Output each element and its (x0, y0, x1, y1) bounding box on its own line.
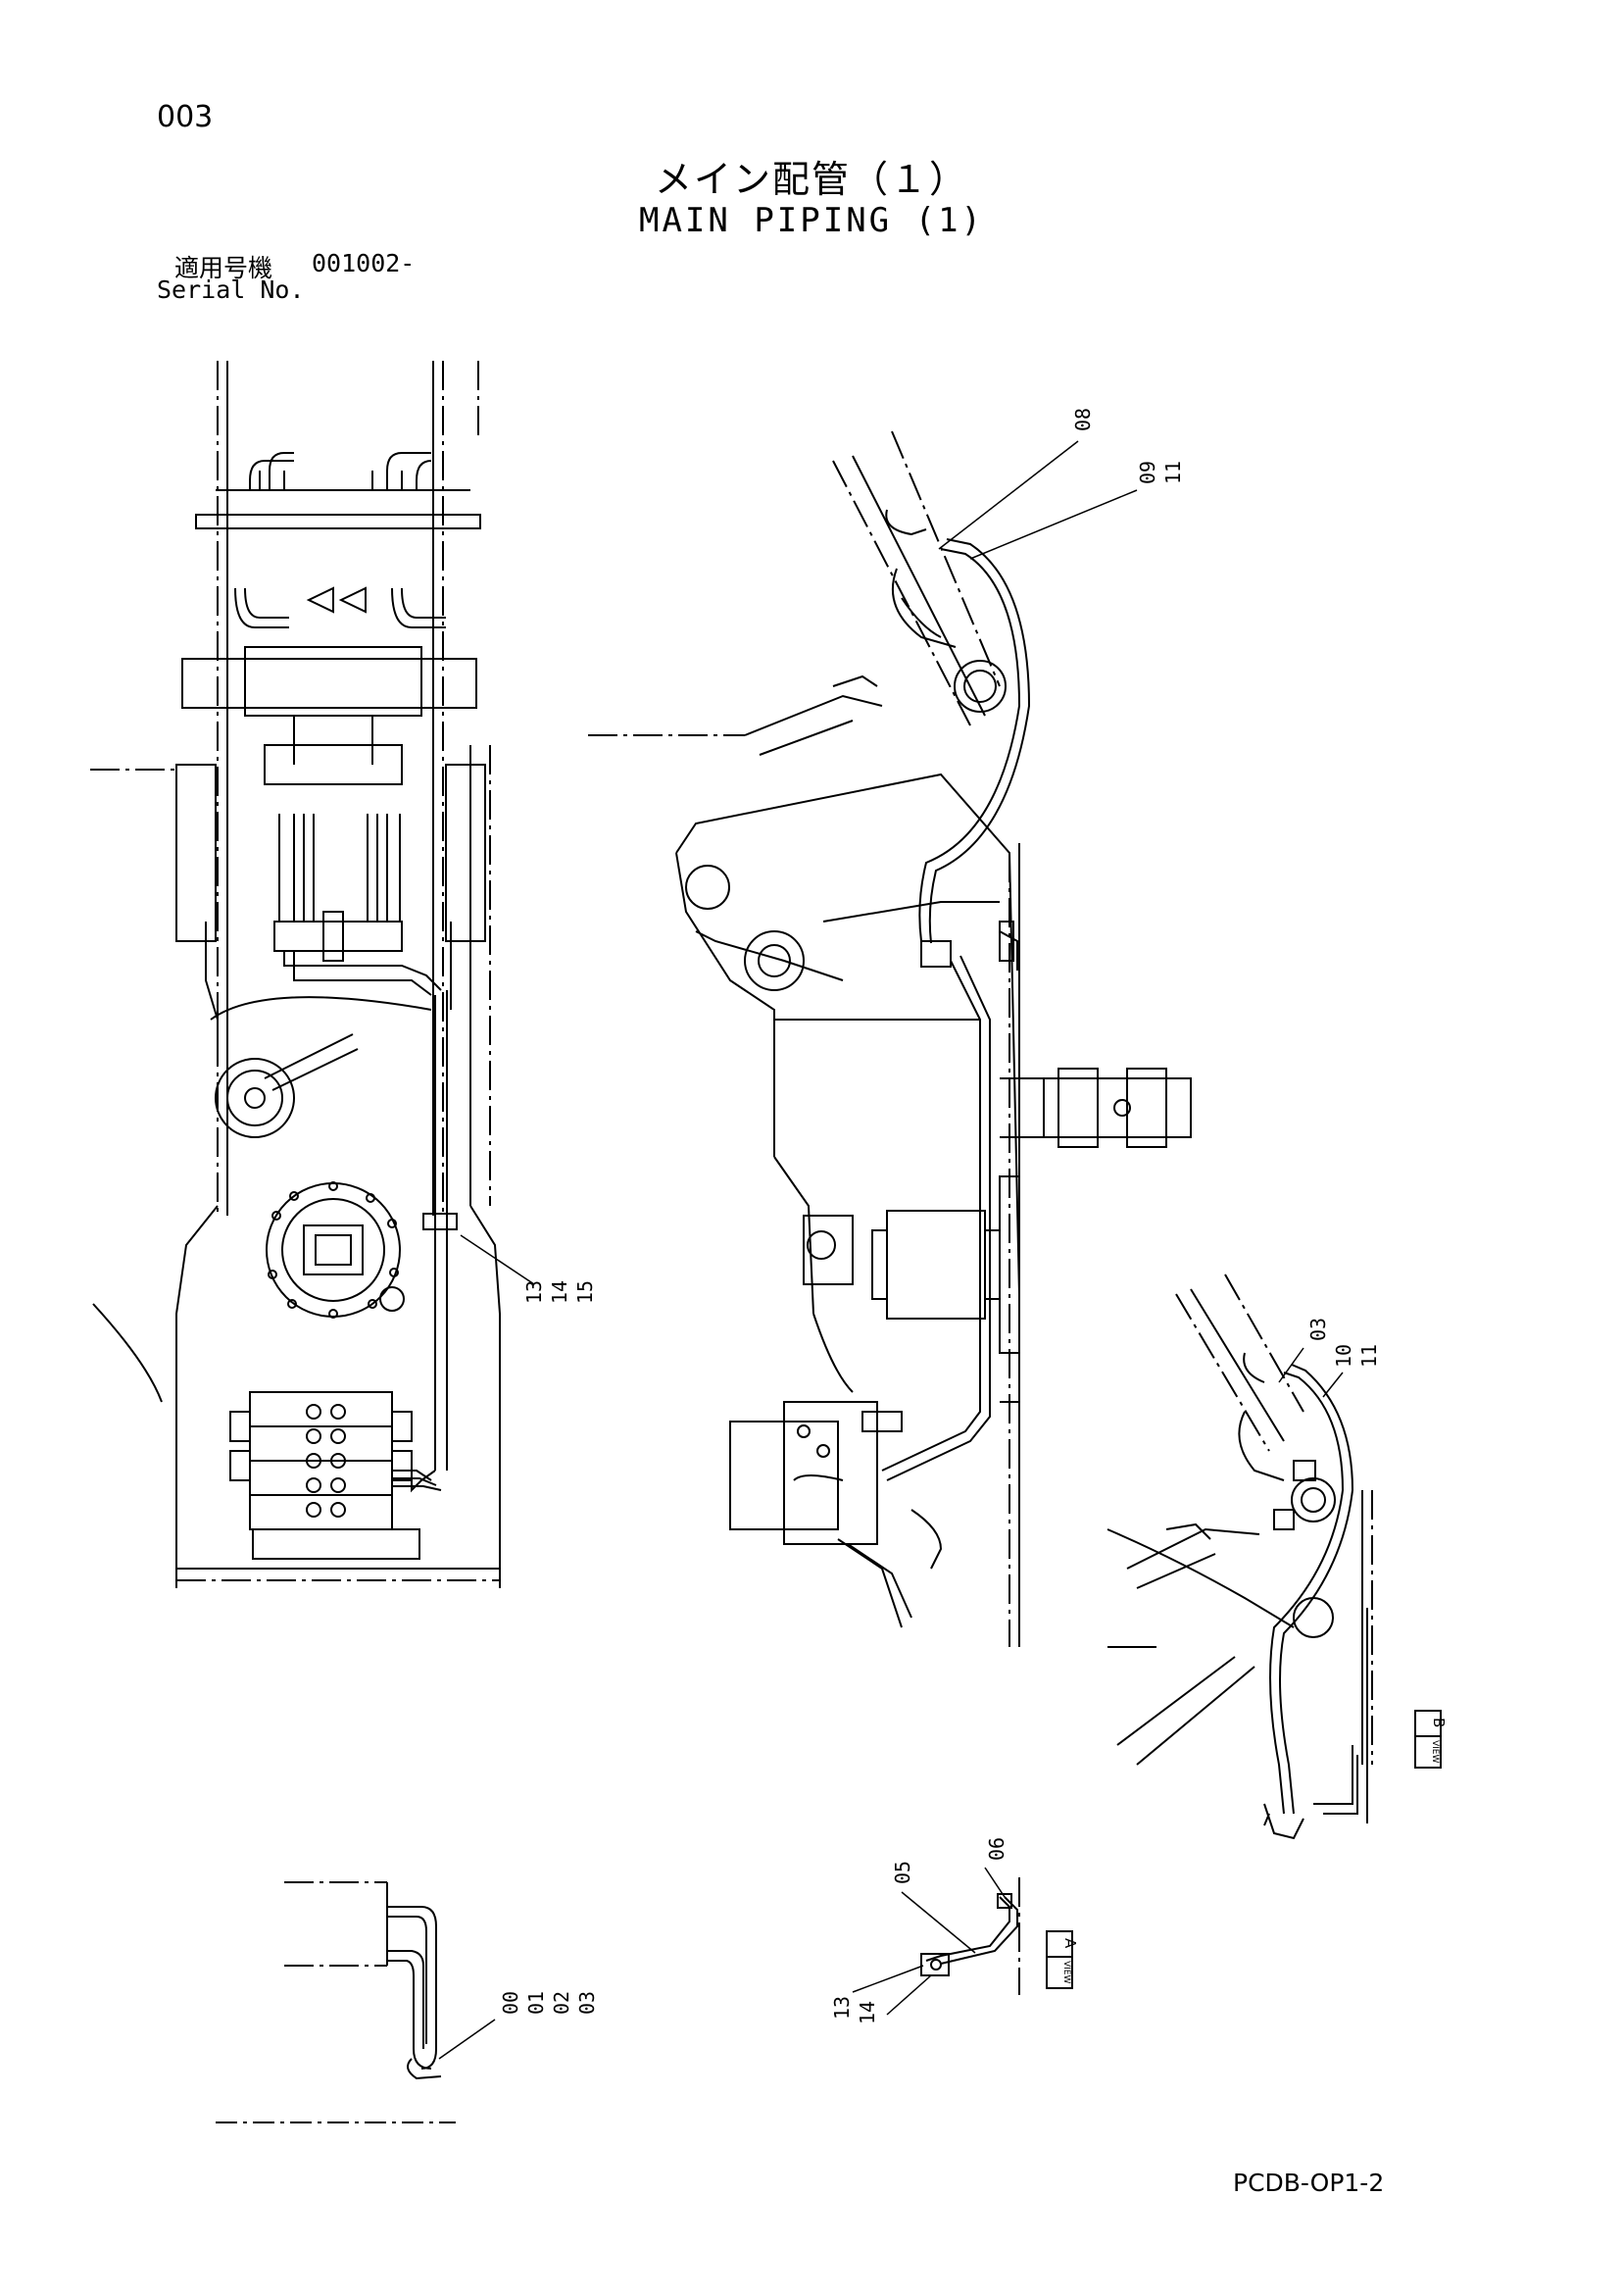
callout-14: 14 (548, 1280, 571, 1304)
callout-11: 11 (1161, 461, 1185, 484)
callout-10: 10 (1332, 1344, 1355, 1368)
serial-label-japanese: 適用号機 (174, 254, 273, 282)
section-tag-b-prefix: VIEW (1430, 1740, 1440, 1763)
section-tag-a: A VIEW (1046, 1930, 1079, 1989)
callout-11-right: 11 (1357, 1344, 1381, 1368)
right-detail-view-b (1107, 1273, 1373, 1840)
section-tag-b: B VIEW (1414, 1710, 1448, 1769)
page-number: 003 (157, 100, 214, 134)
callout-15: 15 (573, 1280, 597, 1304)
callout-13-bottom: 13 (830, 1996, 854, 2020)
page-title-japanese: メイン配管（１） (654, 158, 968, 201)
section-tag-a-letter: A (1061, 1938, 1079, 1949)
bottom-left-detail (216, 1881, 496, 2123)
callout-14-bottom: 14 (856, 2001, 879, 2024)
callout-03-bottom: 03 (575, 1991, 599, 2015)
callouts-center-left: 13 14 15 (522, 1280, 597, 1304)
callout-00: 00 (499, 1991, 522, 2015)
serial-number-value: 001002- (312, 249, 416, 277)
section-tag-a-prefix: VIEW (1061, 1961, 1071, 1983)
callout-13: 13 (522, 1280, 546, 1304)
callouts-bottom-left: 00 01 02 03 (499, 1991, 599, 2015)
callout-06: 06 (985, 1837, 1008, 1861)
bottom-center-detail-a (852, 1867, 1020, 2016)
document-code: PCDB-OP1-2 (1233, 2169, 1385, 2197)
center-side-view (588, 430, 1192, 1647)
callout-02: 02 (550, 1991, 573, 2015)
callout-05: 05 (891, 1861, 914, 1884)
callouts-right: 03 10 11 (1278, 1318, 1381, 1398)
callout-01: 01 (524, 1991, 548, 2015)
callout-03: 03 (1306, 1318, 1330, 1341)
callouts-top-right: 08 09 11 (938, 408, 1185, 560)
section-tag-b-letter: B (1430, 1718, 1448, 1727)
left-boom-view (90, 361, 535, 1588)
callout-08: 08 (1071, 408, 1095, 431)
callouts-bottom-center: 05 06 13 14 (830, 1837, 1008, 2024)
callout-09: 09 (1136, 461, 1159, 484)
page-title-english: MAIN PIPING (1) (638, 201, 985, 240)
serial-label-english: Serial No. (157, 275, 305, 304)
